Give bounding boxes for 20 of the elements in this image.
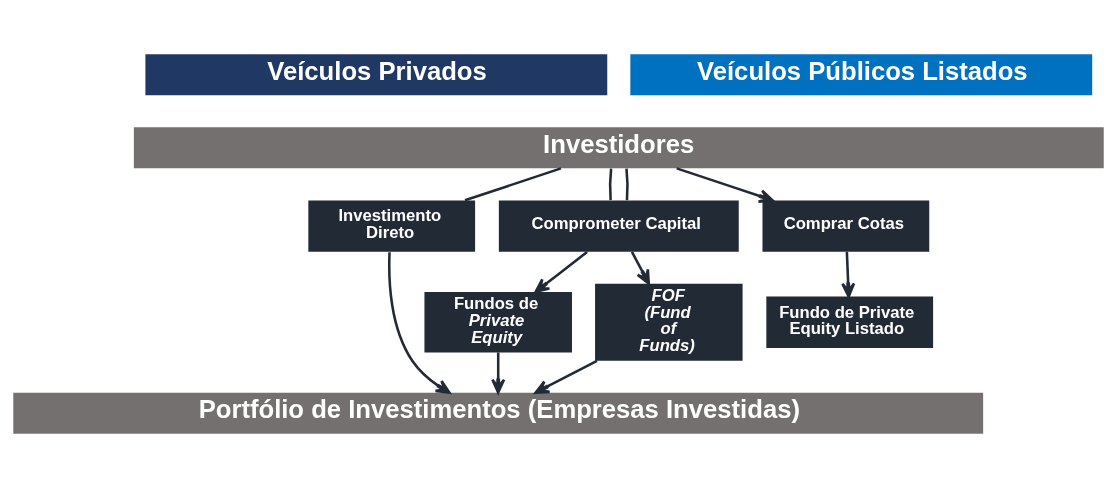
node-box: Comprometer Capital [498, 199, 739, 252]
arrow [676, 166, 774, 203]
arrow [388, 251, 451, 394]
arrow [630, 250, 651, 285]
node-box: FOF (Fund of Funds) [595, 283, 743, 361]
node-box: Fundo de Private Equity Listado [766, 296, 934, 348]
node-box: Investimento Direto [308, 199, 476, 252]
arrow [841, 251, 856, 298]
node-box: Investidores [133, 126, 1104, 168]
connector [608, 167, 613, 200]
node-box: Veículos Privados [145, 53, 608, 95]
node-box: Veículos Públicos Listados [630, 53, 1093, 95]
node-box: Portfólio de Investimentos (Empresas Investidas) [13, 392, 984, 434]
arrow [534, 250, 588, 293]
arrow [491, 352, 506, 394]
node-box: Fundos de Private Equity [424, 291, 572, 352]
node-box: Comprar Cotas [762, 199, 930, 252]
connector [625, 167, 629, 200]
connector [464, 166, 562, 202]
arrow [534, 359, 598, 394]
